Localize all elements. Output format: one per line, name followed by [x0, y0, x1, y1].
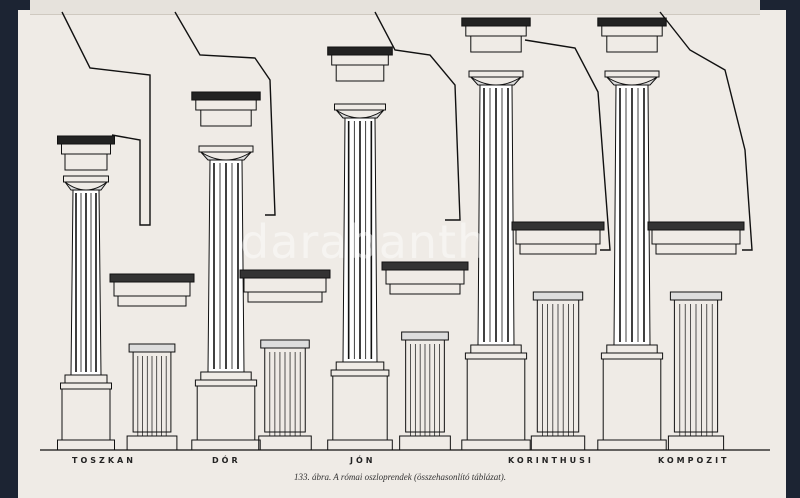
kompozit-column-pedestal-base — [597, 439, 667, 451]
label-toszkan: TOSZKAN — [72, 456, 136, 465]
dor-detail-architrave — [247, 291, 323, 303]
dor-detail-cornice — [239, 269, 331, 279]
korinthusi-column-pedestal — [466, 358, 526, 441]
dor-column-architrave — [200, 109, 252, 127]
toszkan-detail-architrave — [117, 295, 187, 307]
toszkan-column-base — [64, 374, 108, 384]
dor-profile — [174, 11, 276, 216]
dor-column-plinth — [194, 379, 258, 387]
jon-profile — [374, 11, 461, 221]
dor-column-pedestal-base — [191, 439, 261, 451]
toszkan-detail-frieze — [113, 281, 191, 297]
toszkan-column-frieze — [61, 143, 111, 155]
jon-column-pedestal-base — [327, 439, 393, 451]
toszkan-column-plinth — [60, 382, 112, 390]
dor-detail-base — [258, 435, 312, 451]
kompozit-profile — [659, 11, 753, 251]
korinthusi-column-pedestal-base — [461, 439, 531, 451]
dor-column-pedestal — [196, 385, 256, 441]
korinthusi-profile — [524, 39, 611, 251]
watermark: darabanth — [240, 215, 488, 269]
korinthusi-column-capital — [470, 76, 522, 86]
korinthusi-column-architrave — [470, 35, 522, 53]
toszkan-profile — [61, 11, 151, 226]
label-korinthusi: KORINTHUSI — [508, 456, 594, 465]
korinthusi-detail-capital — [532, 291, 584, 301]
jon-column-plinth — [330, 369, 390, 377]
korinthusi-detail-architrave — [519, 243, 597, 255]
jon-column-pedestal — [332, 375, 388, 441]
previous-page-curl — [30, 0, 760, 15]
jon-column-architrave — [335, 64, 385, 82]
kompozit-column-abacus — [604, 70, 660, 78]
kompozit-column-pedestal — [602, 358, 662, 441]
dor-column-frieze — [195, 99, 257, 111]
toszkan-detail-capital — [128, 343, 176, 353]
kompozit-column-plinth — [600, 352, 664, 360]
jon-column-abacus — [334, 103, 386, 111]
label-jon: JÓN — [350, 456, 376, 465]
jon-detail-architrave — [389, 283, 461, 295]
toszkan-column-architrave — [64, 153, 108, 171]
korinthusi-column-plinth — [464, 352, 528, 360]
label-kompozit: KOMPOZIT — [658, 456, 730, 465]
toszkan-detail-cornice — [109, 273, 195, 283]
kompozit-column-cornice — [597, 17, 667, 27]
jon-column-frieze — [331, 54, 389, 66]
jon-detail-base — [399, 435, 451, 451]
jon-column-cornice — [327, 46, 393, 56]
korinthusi-column-abacus — [468, 70, 524, 78]
figure-caption: 133. ábra. A római oszloprendek (összeha… — [293, 472, 507, 482]
kompozit-column-capital — [606, 76, 658, 86]
korinthusi-column-cornice — [461, 17, 531, 27]
label-dor: DÓR — [212, 456, 241, 465]
jon-detail-capital — [401, 331, 449, 341]
kompozit-detail-cornice — [647, 221, 745, 231]
jon-detail-frieze — [385, 269, 465, 285]
jon-column-capital — [335, 109, 385, 119]
dor-column-abacus — [198, 145, 254, 153]
korinthusi-column-base — [470, 344, 522, 354]
dor-detail-capital — [260, 339, 310, 349]
kompozit-detail-base — [667, 435, 725, 451]
kompozit-column-base — [606, 344, 658, 354]
jon-column-base — [335, 361, 385, 371]
toszkan-column-capital — [64, 181, 108, 191]
toszkan-column-cornice — [57, 135, 115, 145]
toszkan-detail-base — [126, 435, 178, 451]
korinthusi-column-frieze — [465, 25, 527, 37]
dor-column-base — [200, 371, 252, 381]
toszkan-column-pedestal-base — [57, 439, 115, 451]
dor-detail-frieze — [243, 277, 327, 293]
toszkan-column-pedestal — [61, 388, 111, 441]
kompozit-detail-architrave — [655, 243, 737, 255]
toszkan-column-abacus — [63, 175, 109, 183]
korinthusi-detail-frieze — [515, 229, 601, 245]
kompozit-column-architrave — [606, 35, 658, 53]
dor-column-capital — [200, 151, 252, 161]
dor-column-cornice — [191, 91, 261, 101]
kompozit-column-frieze — [601, 25, 663, 37]
kompozit-detail-capital — [669, 291, 723, 301]
korinthusi-detail-cornice — [511, 221, 605, 231]
kompozit-detail-frieze — [651, 229, 741, 245]
korinthusi-detail-base — [530, 435, 586, 451]
